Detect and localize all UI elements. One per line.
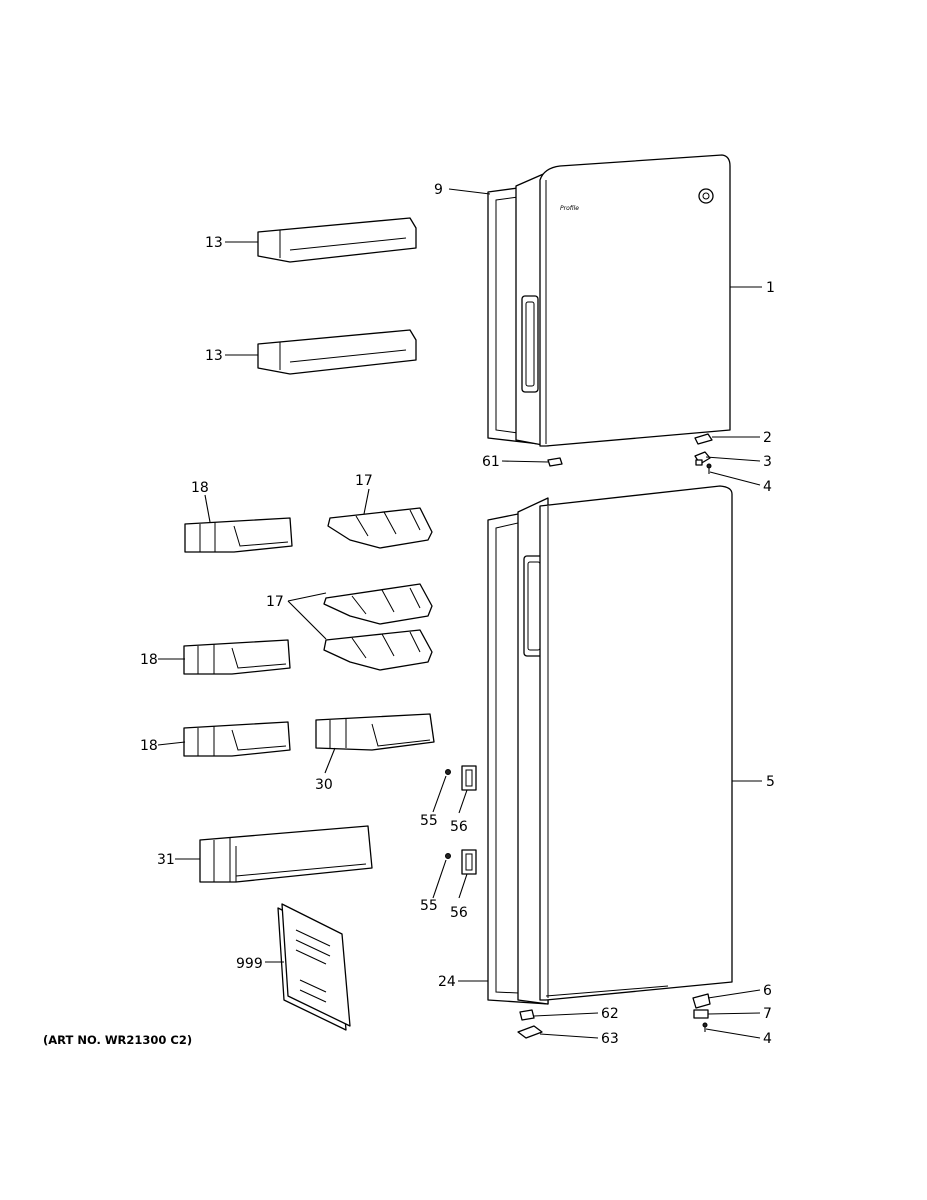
upper-door-stop — [547, 457, 563, 467]
door-bin-18-b — [183, 639, 291, 675]
callout-6: 6 — [763, 983, 772, 999]
callout-18-b: 18 — [140, 652, 158, 668]
leader-lines — [157, 188, 762, 1039]
door-shelf-13-upper — [257, 217, 417, 263]
callout-labels: 9 13 13 1 2 3 4 61 18 17 17 18 18 30 5 5… — [140, 182, 775, 1047]
callout-7: 7 — [763, 1006, 772, 1022]
door-closer-62 — [519, 1009, 535, 1021]
egg-tray-17-b — [323, 583, 433, 625]
callout-17-a: 17 — [355, 473, 373, 489]
art-number: (ART NO. WR21300 C2) — [43, 1033, 192, 1047]
upper-hinge-bracket — [694, 451, 711, 466]
door-closer-63 — [517, 1025, 543, 1039]
callout-56-upper: 56 — [450, 819, 468, 835]
pin-55-upper — [445, 769, 451, 775]
bracket-56-lower — [461, 849, 477, 875]
callout-17-b: 17 — [266, 594, 284, 610]
door-bin-18-c — [183, 721, 291, 757]
door-brand-badge: Profile — [560, 205, 579, 212]
callout-2: 2 — [763, 430, 772, 446]
door-bin-30 — [315, 713, 435, 751]
lower-hinge — [692, 993, 711, 1009]
callout-999: 999 — [236, 956, 263, 972]
callout-30: 30 — [315, 777, 333, 793]
callout-31: 31 — [157, 852, 175, 868]
callout-5: 5 — [766, 774, 775, 790]
callout-63: 63 — [601, 1031, 619, 1047]
callout-55-upper: 55 — [420, 813, 438, 829]
callout-61: 61 — [482, 454, 500, 470]
upper-hinge-cover — [694, 433, 713, 445]
lower-door-panel — [539, 485, 733, 1001]
owners-manual-999 — [277, 903, 351, 1031]
callout-13-upper: 13 — [205, 235, 223, 251]
callout-55-lower: 55 — [420, 898, 438, 914]
callout-18-c: 18 — [140, 738, 158, 754]
lower-hinge-screw — [702, 1022, 708, 1032]
callout-18-a: 18 — [191, 480, 209, 496]
callout-4-upper: 4 — [763, 479, 772, 495]
callout-9: 9 — [434, 182, 443, 198]
gallon-bin-31 — [199, 825, 373, 883]
callout-13-lower: 13 — [205, 348, 223, 364]
callout-3: 3 — [763, 454, 772, 470]
egg-tray-17-a — [327, 507, 433, 549]
bracket-56-upper — [461, 765, 477, 791]
callout-62: 62 — [601, 1006, 619, 1022]
callout-1: 1 — [766, 280, 775, 296]
egg-tray-17-c — [323, 629, 433, 671]
upper-door-panel: Profile — [539, 154, 731, 447]
door-shelf-13-lower — [257, 329, 417, 375]
callout-24: 24 — [438, 974, 456, 990]
callout-56-lower: 56 — [450, 905, 468, 921]
upper-hinge-screw — [706, 463, 712, 474]
door-bin-18-a — [184, 517, 293, 553]
callout-4-lower: 4 — [763, 1031, 772, 1047]
lower-hinge-bracket — [693, 1009, 709, 1019]
pin-55-lower — [445, 853, 451, 859]
